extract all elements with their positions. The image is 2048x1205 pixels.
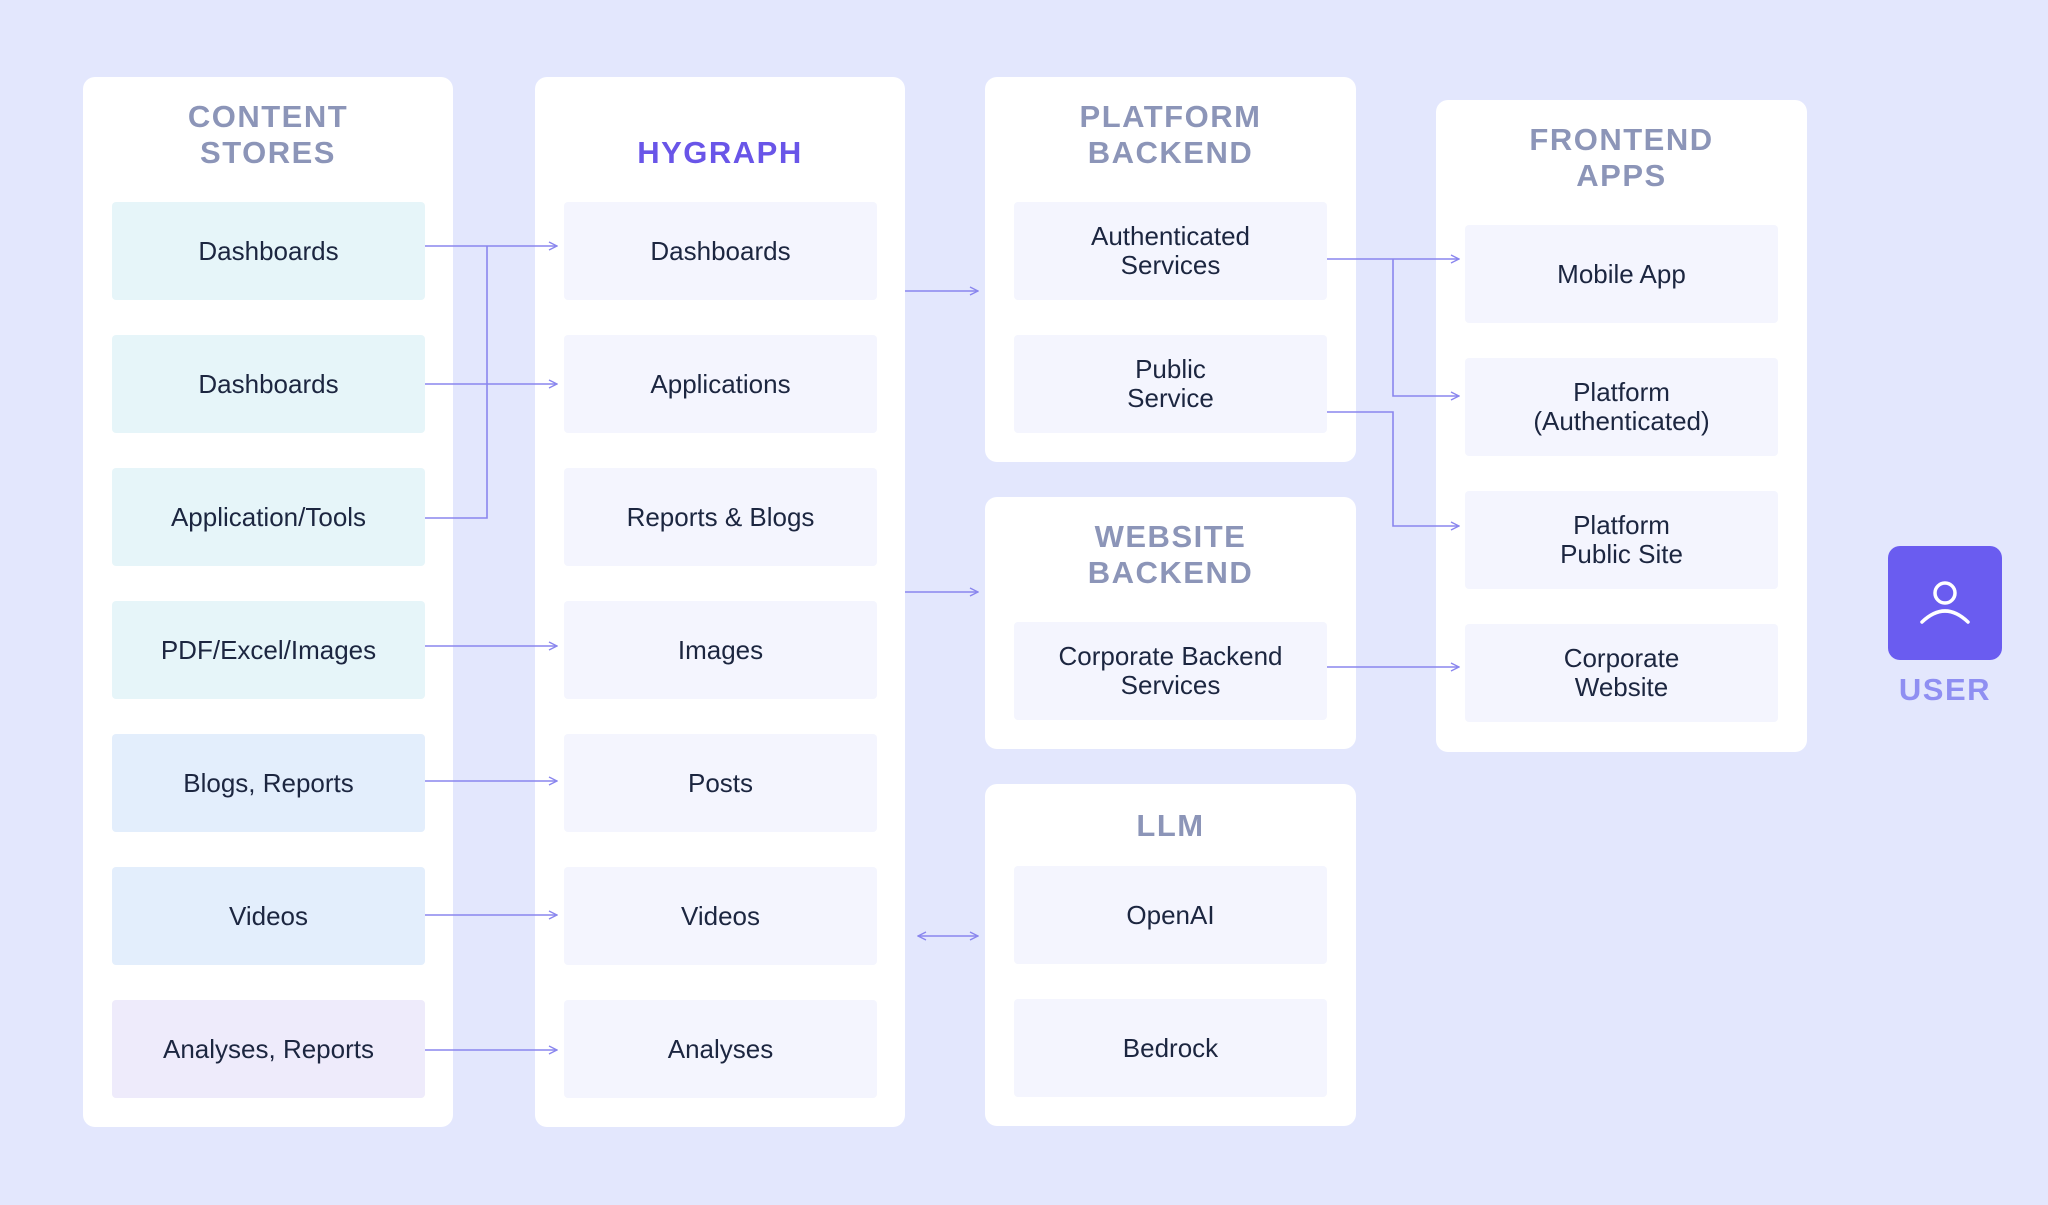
hygraph-node-analyses[interactable]: Analyses — [564, 1000, 877, 1098]
user-tile[interactable] — [1888, 546, 2002, 660]
frontend-node-platform-public-site[interactable]: Platform Public Site — [1465, 491, 1778, 589]
user-label: USER — [1898, 672, 1992, 707]
llm-node-openai[interactable]: OpenAI — [1014, 866, 1327, 964]
content-stores-title: CONTENT STORES — [187, 99, 349, 170]
platform-backend-title: PLATFORM BACKEND — [1079, 99, 1262, 170]
frontend-node-mobile-app[interactable]: Mobile App — [1465, 225, 1778, 323]
hygraph-node-videos[interactable]: Videos — [564, 867, 877, 965]
website-backend-title: WEBSITE BACKEND — [1087, 519, 1254, 590]
user-icon — [1920, 581, 1970, 624]
frontend-apps-title: FRONTEND APPS — [1529, 122, 1714, 193]
hygraph-node-dashboards[interactable]: Dashboards — [564, 202, 877, 300]
store-node-dashboards-2[interactable]: Dashboards — [112, 335, 425, 433]
store-node-analyses-reports[interactable]: Analyses, Reports — [112, 1000, 425, 1098]
website-node-corporate-backend-services[interactable]: Corporate Backend Services — [1014, 622, 1327, 720]
llm-title: LLM — [1136, 808, 1205, 843]
platform-node-public-service[interactable]: Public Service — [1014, 335, 1327, 433]
platform-node-authenticated-services[interactable]: Authenticated Services — [1014, 202, 1327, 300]
store-node-blogs-reports[interactable]: Blogs, Reports — [112, 734, 425, 832]
store-node-videos[interactable]: Videos — [112, 867, 425, 965]
store-node-pdf-excel-images[interactable]: PDF/Excel/Images — [112, 601, 425, 699]
frontend-node-platform-authenticated[interactable]: Platform (Authenticated) — [1465, 358, 1778, 456]
hygraph-title: HYGRAPH — [637, 135, 803, 170]
frontend-node-corporate-website[interactable]: Corporate Website — [1465, 624, 1778, 722]
llm-node-bedrock[interactable]: Bedrock — [1014, 999, 1327, 1097]
store-node-application-tools[interactable]: Application/Tools — [112, 468, 425, 566]
hygraph-node-applications[interactable]: Applications — [564, 335, 877, 433]
store-node-dashboards-1[interactable]: Dashboards — [112, 202, 425, 300]
hygraph-node-posts[interactable]: Posts — [564, 734, 877, 832]
hygraph-node-reports-blogs[interactable]: Reports & Blogs — [564, 468, 877, 566]
hygraph-node-images[interactable]: Images — [564, 601, 877, 699]
